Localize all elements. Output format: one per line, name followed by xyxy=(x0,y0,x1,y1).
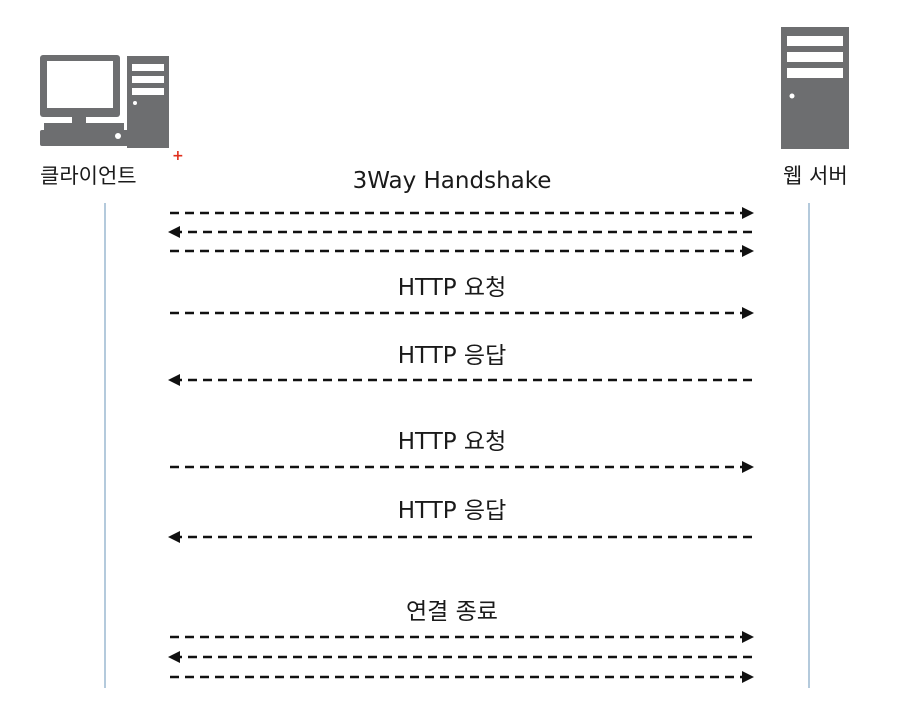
message-label-handshake: 3Way Handshake xyxy=(352,168,552,194)
message-label-http-response-1: HTTP 응답 xyxy=(397,343,507,369)
message-label-http-request-2: HTTP 요청 xyxy=(397,429,507,455)
desktop-computer-icon xyxy=(40,55,169,148)
server-tower-icon xyxy=(781,27,849,149)
message-label-http-response-2: HTTP 응답 xyxy=(397,498,507,524)
message-arrows xyxy=(168,207,754,683)
message-label-http-request-1: HTTP 요청 xyxy=(397,275,507,301)
client-plus-marker: + xyxy=(172,148,184,164)
message-label-connection-close: 연결 종료 xyxy=(406,599,498,625)
client-label: 클라이언트 xyxy=(40,164,137,188)
server-label: 웹 서버 xyxy=(783,164,848,188)
